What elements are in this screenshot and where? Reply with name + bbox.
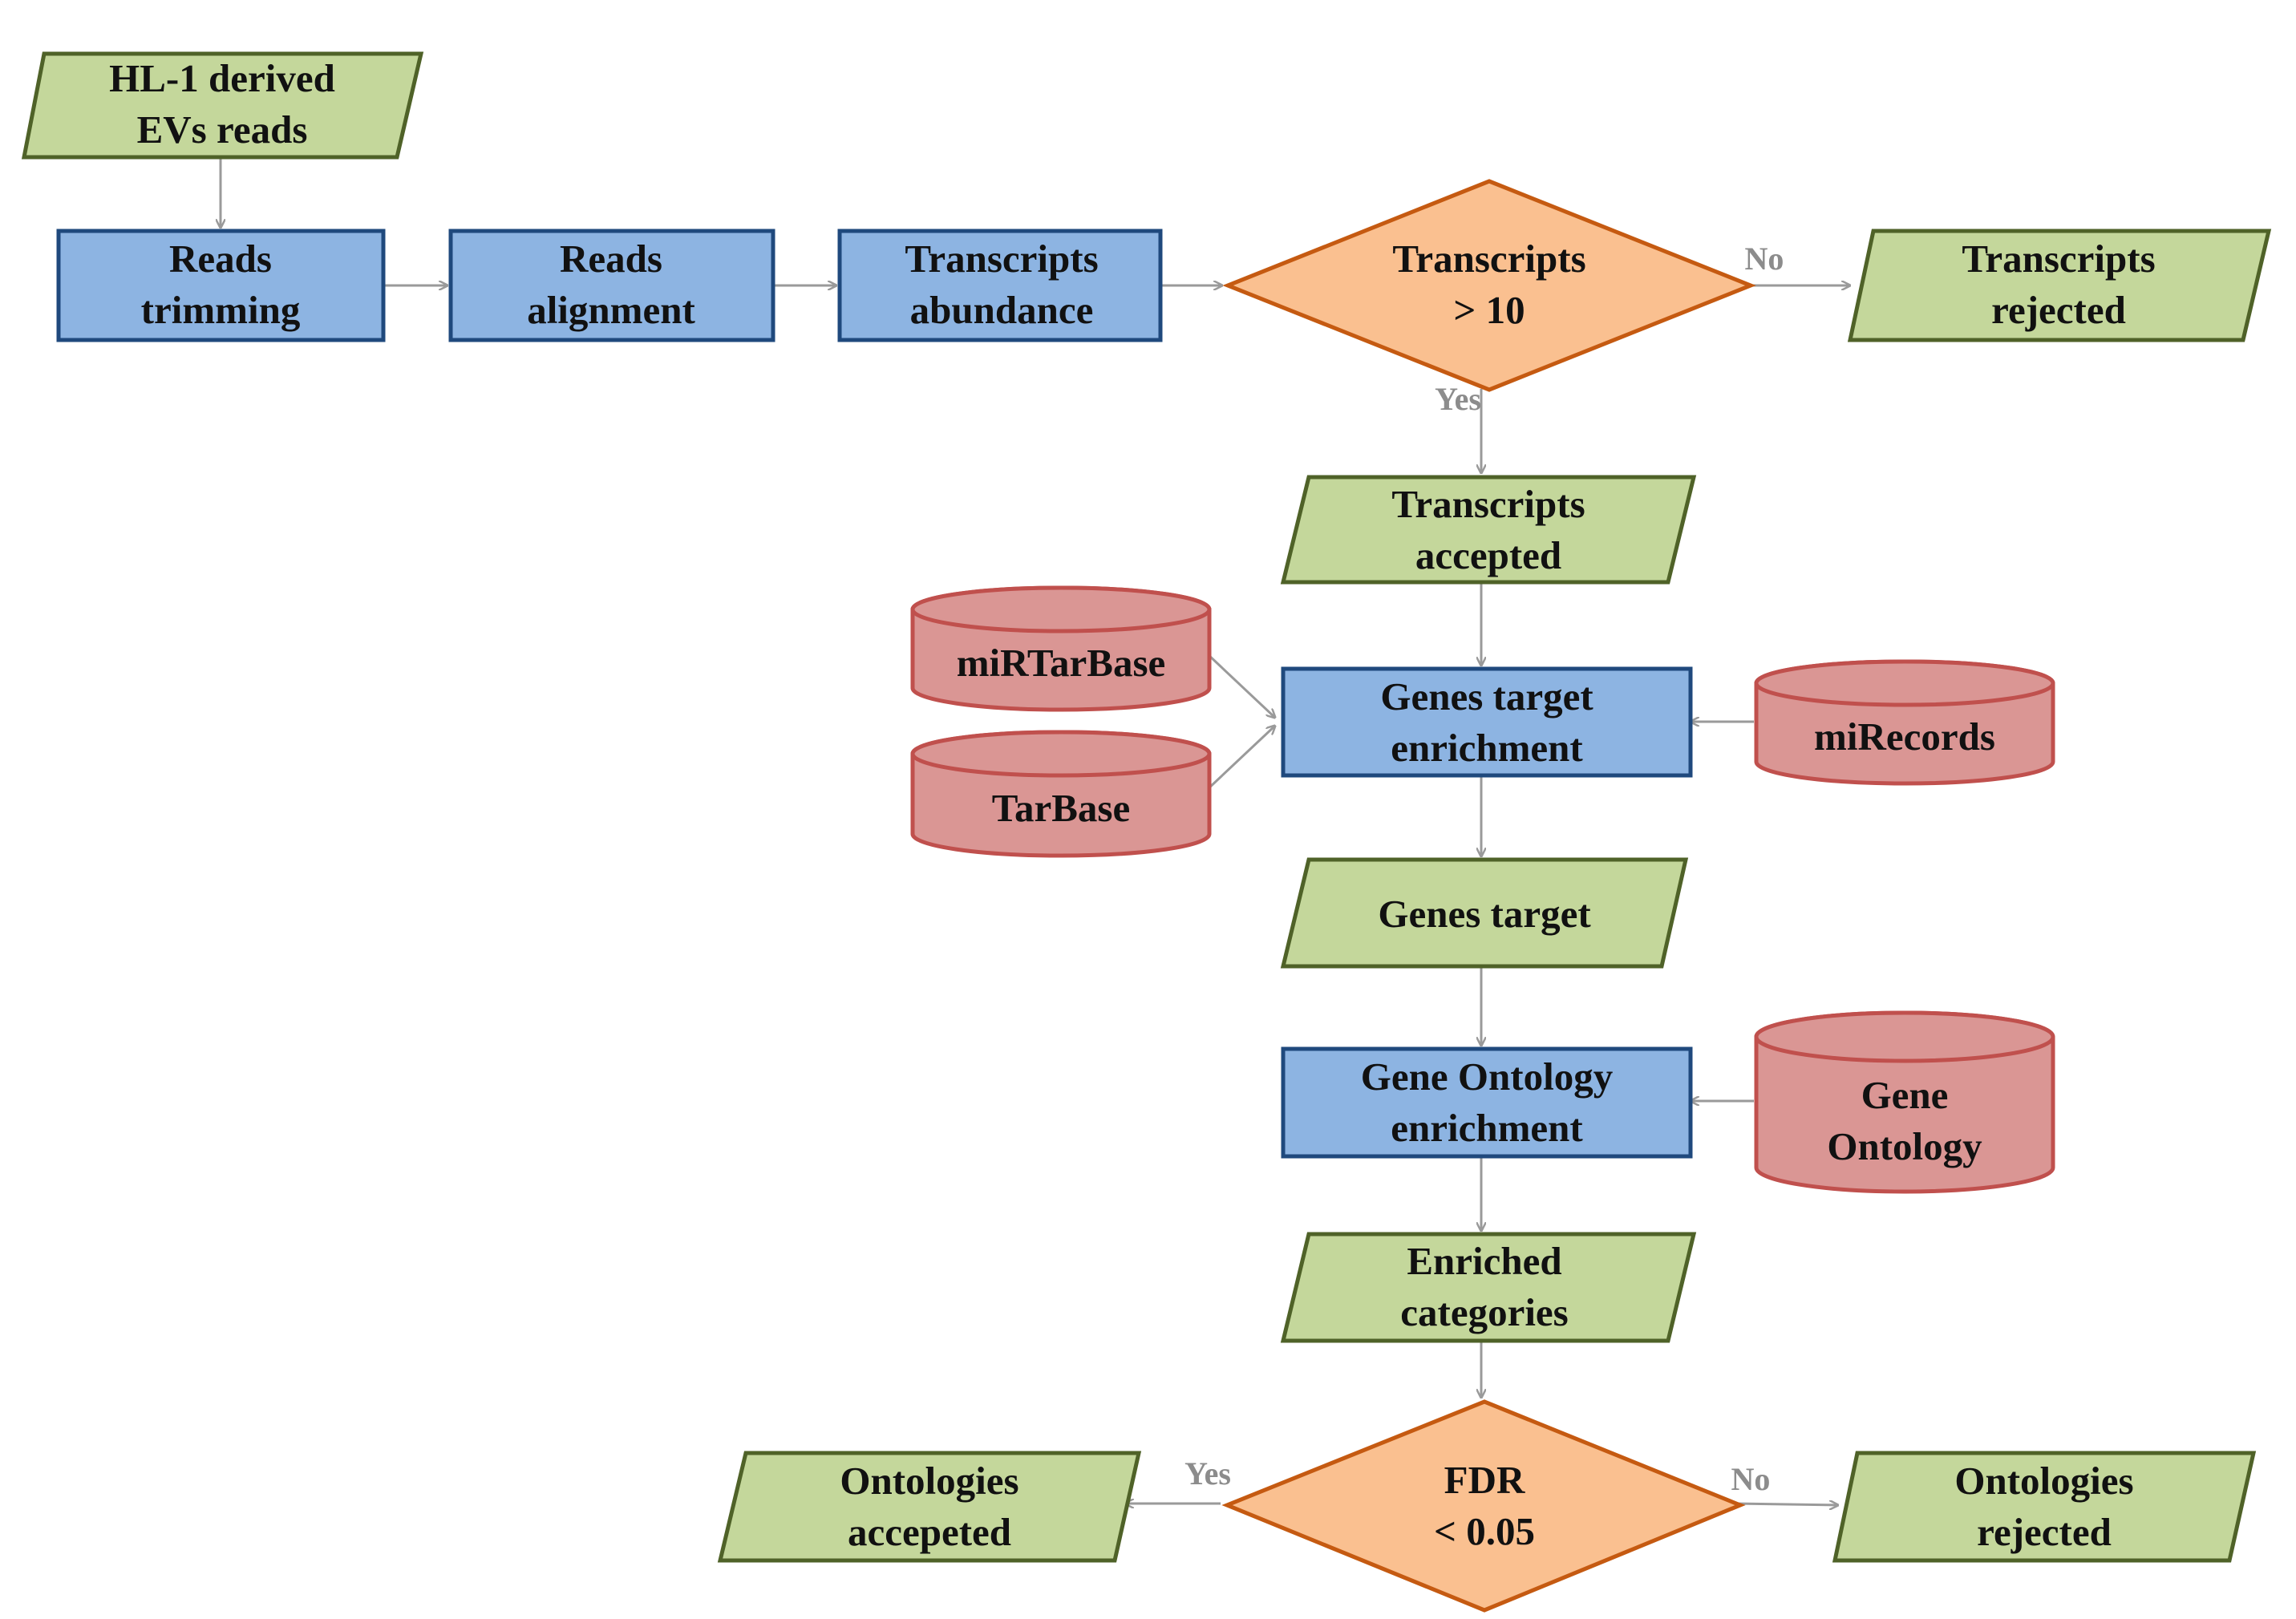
node-tarbase-label: TarBase [992,786,1130,830]
node-fdr-decision-line1: FDR [1444,1458,1525,1502]
node-reads-trimming-line1: Reads [169,237,272,281]
edges [221,159,1850,1505]
node-gene-ontology-db-line2: Ontology [1827,1124,1982,1168]
node-enriched-categories: Enriched categories [1280,1232,1697,1343]
node-genes-target-enrichment-line1: Genes target [1380,674,1593,718]
edge-label-transcripts-no: No [1745,241,1784,277]
node-mirecords-label: miRecords [1814,714,1995,759]
node-ontologies-rejected-line1: Ontologies [1954,1459,2133,1503]
node-ontologies-accepted-line1: Ontologies [840,1459,1018,1503]
node-hl1-reads-line1: HL-1 derived [109,56,335,100]
node-ontologies-rejected-line2: rejected [1977,1510,2112,1554]
edge-label-transcripts-yes: Yes [1435,381,1481,417]
node-mirtarbase-label: miRTarBase [957,641,1166,685]
node-transcripts-decision-line2: > 10 [1453,288,1525,332]
node-transcripts-abundance-line2: abundance [910,288,1094,332]
node-transcripts-decision: Transcripts > 10 [1222,179,1756,392]
node-gene-ontology-enrichment-line2: enrichment [1391,1106,1583,1150]
node-transcripts-abundance: Transcripts abundance [837,229,1163,342]
node-fdr-decision-line2: < 0.05 [1434,1509,1535,1553]
node-enriched-categories-line1: Enriched [1407,1239,1561,1283]
node-ontologies-accepted: Ontologies accepeted [717,1451,1142,1563]
node-transcripts-accepted-line1: Transcripts [1391,482,1585,526]
node-genes-target-enrichment: Genes target enrichment [1281,666,1693,778]
node-transcripts-abundance-line1: Transcripts [905,237,1098,281]
node-hl1-reads: HL-1 derived EVs reads [21,51,424,160]
node-hl1-reads-line2: EVs reads [137,107,308,152]
node-tarbase: TarBase [910,730,1212,858]
node-genes-target-enrichment-line2: enrichment [1391,726,1583,770]
node-fdr-decision: FDR < 0.05 [1221,1399,1746,1613]
node-reads-trimming-line2: trimming [141,288,301,332]
node-ontologies-accepted-line2: accepeted [848,1510,1011,1554]
node-mirecords: miRecords [1754,659,2055,786]
node-reads-trimming: Reads trimming [56,229,386,342]
node-reads-alignment-line1: Reads [560,237,662,281]
node-gene-ontology-enrichment: Gene Ontology enrichment [1281,1046,1693,1159]
edge-tarbase-to-enrichment [1205,726,1275,791]
edge-mirtarbase-to-enrichment [1205,652,1275,718]
node-transcripts-rejected-line2: rejected [1991,288,2126,332]
node-ontologies-rejected: Ontologies rejected [1832,1451,2257,1563]
node-transcripts-accepted-line2: accepted [1415,533,1561,577]
edge-label-fdr-yes: Yes [1184,1455,1231,1492]
node-gene-ontology-db-line1: Gene [1861,1073,1949,1117]
edge-fdr-to-rejected [1734,1504,1838,1505]
node-genes-target: Genes target [1280,857,1689,969]
node-transcripts-accepted: Transcripts accepted [1280,475,1697,585]
edge-label-fdr-no: No [1731,1461,1771,1497]
node-mirtarbase: miRTarBase [910,585,1212,712]
node-reads-alignment-line2: alignment [527,288,695,332]
node-gene-ontology-enrichment-line1: Gene Ontology [1361,1054,1614,1099]
node-reads-alignment: Reads alignment [448,229,775,342]
node-gene-ontology-db: Gene Ontology [1754,1010,2055,1194]
node-transcripts-decision-line1: Transcripts [1392,237,1585,281]
node-transcripts-rejected-line1: Transcripts [1962,237,2155,281]
node-transcripts-rejected: Transcripts rejected [1847,229,2272,342]
node-enriched-categories-line2: categories [1400,1290,1569,1334]
node-genes-target-label: Genes target [1378,892,1591,936]
